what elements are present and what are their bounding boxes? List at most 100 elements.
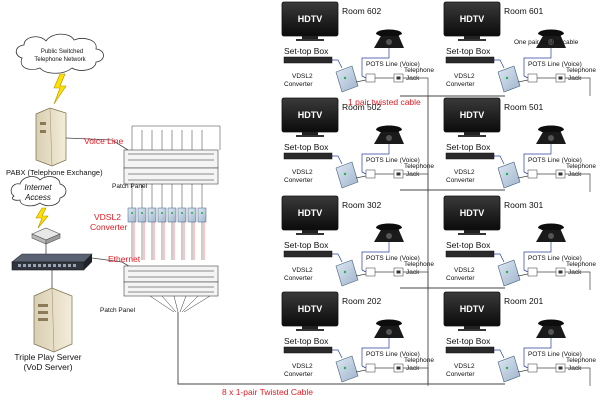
room-label: Room 302 <box>342 200 381 210</box>
set-top-box-label: Set-top Box <box>284 336 329 346</box>
pots-label: POTS Line (Voice) <box>528 61 582 68</box>
set-top-box-icon <box>445 152 495 160</box>
pots-label: POTS Line (Voice) <box>366 255 420 262</box>
vdsl2-converter-label-2: Converter <box>90 222 127 232</box>
room-label: Room 301 <box>504 200 543 210</box>
server-label-2: (VoD Server) <box>23 362 72 372</box>
room-wiring <box>494 144 591 192</box>
internet-label-2: Access <box>24 193 51 202</box>
converter-label: Converter <box>284 371 313 378</box>
lightning-bolt-icon <box>53 73 67 105</box>
jack-label: Jack <box>568 171 582 178</box>
set-top-box-label: Set-top Box <box>446 336 491 346</box>
telephone-icon <box>536 223 566 242</box>
vdsl2-converter-icon <box>335 355 359 383</box>
hdtv-label: HDTV <box>460 208 485 218</box>
vdsl2-label: VDSL2 <box>292 267 313 274</box>
lower-patch-panel <box>123 265 219 313</box>
vdsl2-converter-icon <box>335 259 359 287</box>
telephone-label: Telephone <box>566 67 596 74</box>
telephone-icon <box>374 125 404 144</box>
set-top-box-icon <box>445 56 495 64</box>
upper-patch-panel <box>123 125 221 210</box>
room-wiring <box>332 242 429 290</box>
converter-label: Converter <box>446 81 475 88</box>
trunk-cable <box>177 312 428 385</box>
telephone-label: Telephone <box>404 67 434 74</box>
converter-label: Converter <box>446 177 475 184</box>
vdsl2-converter-rack <box>127 207 207 260</box>
room-wiring <box>494 48 591 96</box>
vdsl2-label: VDSL2 <box>292 363 313 370</box>
set-top-box-label: Set-top Box <box>446 240 491 250</box>
telephone-label: Telephone <box>404 261 434 268</box>
vdsl2-converter-icon <box>497 355 521 383</box>
telephone-icon <box>374 223 404 242</box>
set-top-box-label: Set-top Box <box>446 142 491 152</box>
vdsl2-converter-icon <box>335 161 359 189</box>
hdtv-label: HDTV <box>298 208 323 218</box>
room-label: Room 602 <box>342 6 381 16</box>
pots-label: POTS Line (Voice) <box>366 351 420 358</box>
converter-label: Converter <box>284 275 313 282</box>
room-wiring <box>332 338 429 386</box>
hdtv-label: HDTV <box>460 110 485 120</box>
hdtv-icon <box>443 291 501 331</box>
telephone-label: Telephone <box>566 163 596 170</box>
vdsl2-converter-icon <box>335 65 359 93</box>
room-wiring <box>494 338 591 386</box>
pots-label: POTS Line (Voice) <box>528 255 582 262</box>
ethernet-label: Ethernet <box>108 254 141 264</box>
hdtv-label: HDTV <box>460 14 485 24</box>
lightning-bolt-icon <box>35 207 49 229</box>
riser-cable <box>400 95 505 385</box>
converter-label: Converter <box>446 371 475 378</box>
telephone-icon <box>536 319 566 338</box>
hdtv-icon <box>443 195 501 235</box>
pots-label: POTS Line (Voice) <box>366 61 420 68</box>
pstn-cloud-icon <box>15 33 104 74</box>
vdsl2-converter-icon <box>497 161 521 189</box>
jack-label: Jack <box>406 171 420 178</box>
room-label: Room 501 <box>504 102 543 112</box>
vdsl2-label: VDSL2 <box>454 363 475 370</box>
jack-label: Jack <box>568 365 582 372</box>
hdtv-icon <box>281 291 339 331</box>
telephone-label: Telephone <box>404 357 434 364</box>
pots-label: POTS Line (Voice) <box>366 157 420 164</box>
set-top-box-icon <box>283 346 333 354</box>
router-icon <box>31 227 61 245</box>
room-label: Room 201 <box>504 296 543 306</box>
jack-label: Jack <box>406 365 420 372</box>
telephone-label: Telephone <box>566 261 596 268</box>
room-label: Room 202 <box>342 296 381 306</box>
patch-panel-top-label: Patch Panel <box>112 183 148 190</box>
voice-line-label: Voice Line <box>84 136 123 146</box>
vdsl2-converter-icon <box>497 65 521 93</box>
set-top-box-icon <box>283 56 333 64</box>
vdsl2-converter-label-1: VDSL2 <box>94 212 121 222</box>
hdtv-label: HDTV <box>298 304 323 314</box>
converter-label: Converter <box>284 177 313 184</box>
vdsl2-label: VDSL2 <box>454 267 475 274</box>
room-label: Room 502 <box>342 102 381 112</box>
network-switch-icon <box>11 253 93 271</box>
hdtv-icon <box>281 97 339 137</box>
telephone-icon <box>536 125 566 144</box>
set-top-box-label: Set-top Box <box>284 46 329 56</box>
telephone-label: Telephone <box>404 163 434 170</box>
hdtv-label: HDTV <box>298 110 323 120</box>
hdtv-label: HDTV <box>298 14 323 24</box>
room-wiring <box>494 242 591 290</box>
hdtv-icon <box>281 195 339 235</box>
eight-pair-cable-label: 8 x 1-pair Twisted Cable <box>222 387 313 397</box>
cable-note-label: One pair twisted cable <box>514 39 579 46</box>
jack-label: Jack <box>406 75 420 82</box>
pstn-label-1: Public Switched <box>41 49 83 55</box>
telephone-icon <box>374 319 404 338</box>
telephone-icon <box>536 29 566 48</box>
pots-label: POTS Line (Voice) <box>528 157 582 164</box>
